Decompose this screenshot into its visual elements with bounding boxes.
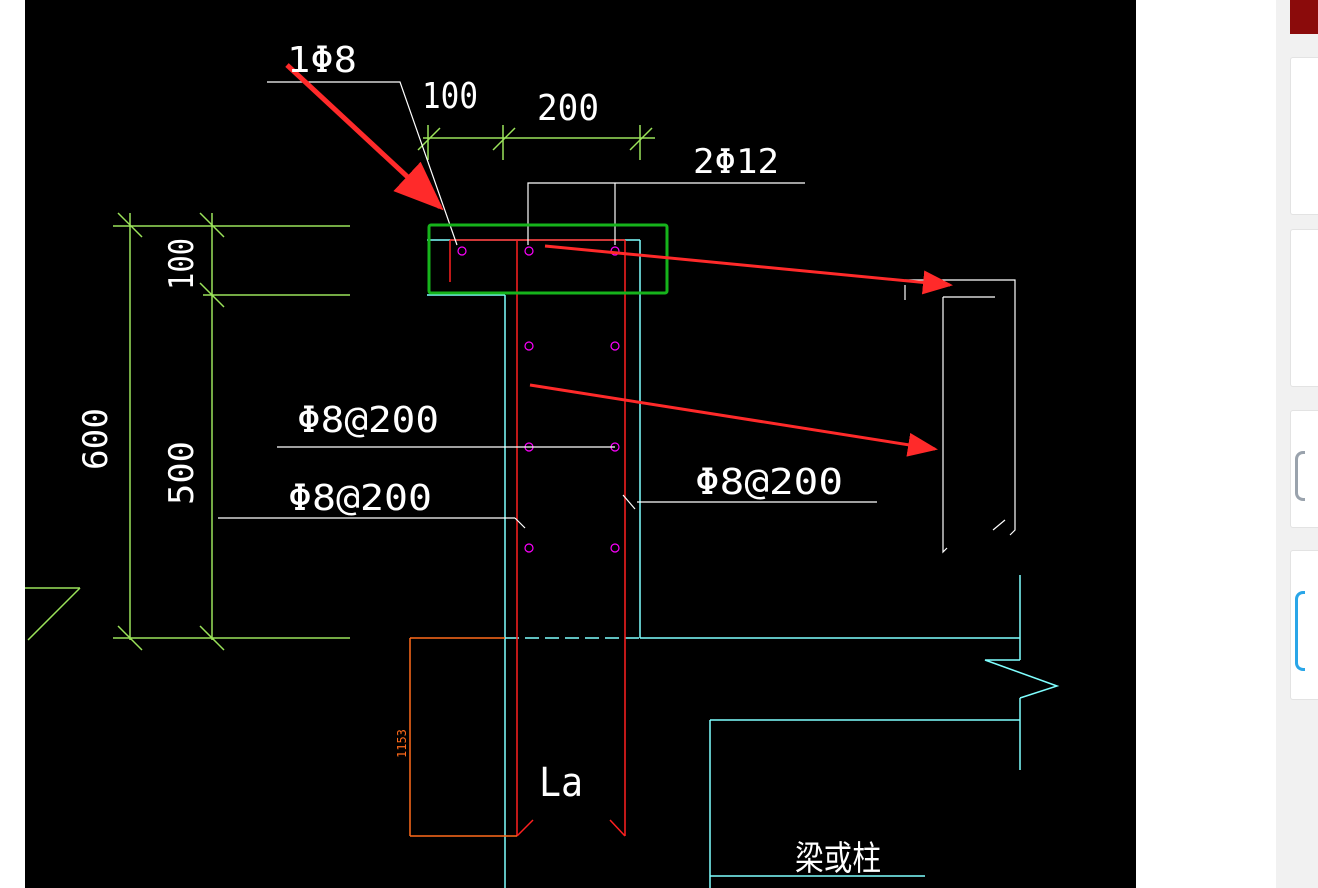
label-top-bar: 1Φ8 — [287, 40, 357, 81]
right-sidebar — [1276, 0, 1318, 888]
label-dim-100-left: 100 — [162, 238, 202, 290]
label-top-rebar: 2Φ12 — [693, 142, 779, 182]
label-stirrup-2: Φ8@200 — [288, 478, 432, 519]
label-anchorage: La — [539, 760, 583, 806]
label-stirrup-1: Φ8@200 — [297, 400, 439, 441]
sidebar-card-1[interactable] — [1290, 57, 1318, 215]
sidebar-header-bar — [1290, 0, 1318, 34]
label-dim-600-left: 600 — [76, 408, 116, 470]
cad-drawing: 1Φ8 100 200 2Φ12 Φ8@200 Φ8@200 Φ8@200 10… — [25, 40, 1060, 888]
top-dimensions — [417, 125, 655, 160]
sidebar-card-icon — [1295, 591, 1305, 671]
rebar-lines — [409, 239, 626, 837]
highlight-box — [427, 223, 669, 295]
label-dim-1153: 1153 — [395, 729, 409, 758]
sidebar-card-2[interactable] — [1290, 229, 1318, 387]
concrete-outline — [427, 239, 1060, 888]
cad-drawing-canvas[interactable]: 1Φ8 100 200 2Φ12 Φ8@200 Φ8@200 Φ8@200 10… — [25, 0, 1136, 888]
left-dimensions — [25, 212, 350, 651]
label-stirrup-right: Φ8@200 — [695, 462, 843, 503]
label-dim-100-top: 100 — [422, 76, 478, 117]
label-beam-or-column: 梁或柱 — [795, 839, 881, 879]
label-dim-200-top: 200 — [537, 88, 599, 129]
sidebar-card-4[interactable] — [1290, 550, 1318, 700]
label-dim-500-left: 500 — [162, 441, 202, 505]
annotation-arrows — [285, 63, 953, 457]
sidebar-card-3[interactable] — [1290, 410, 1318, 528]
sidebar-card-icon — [1295, 451, 1305, 501]
